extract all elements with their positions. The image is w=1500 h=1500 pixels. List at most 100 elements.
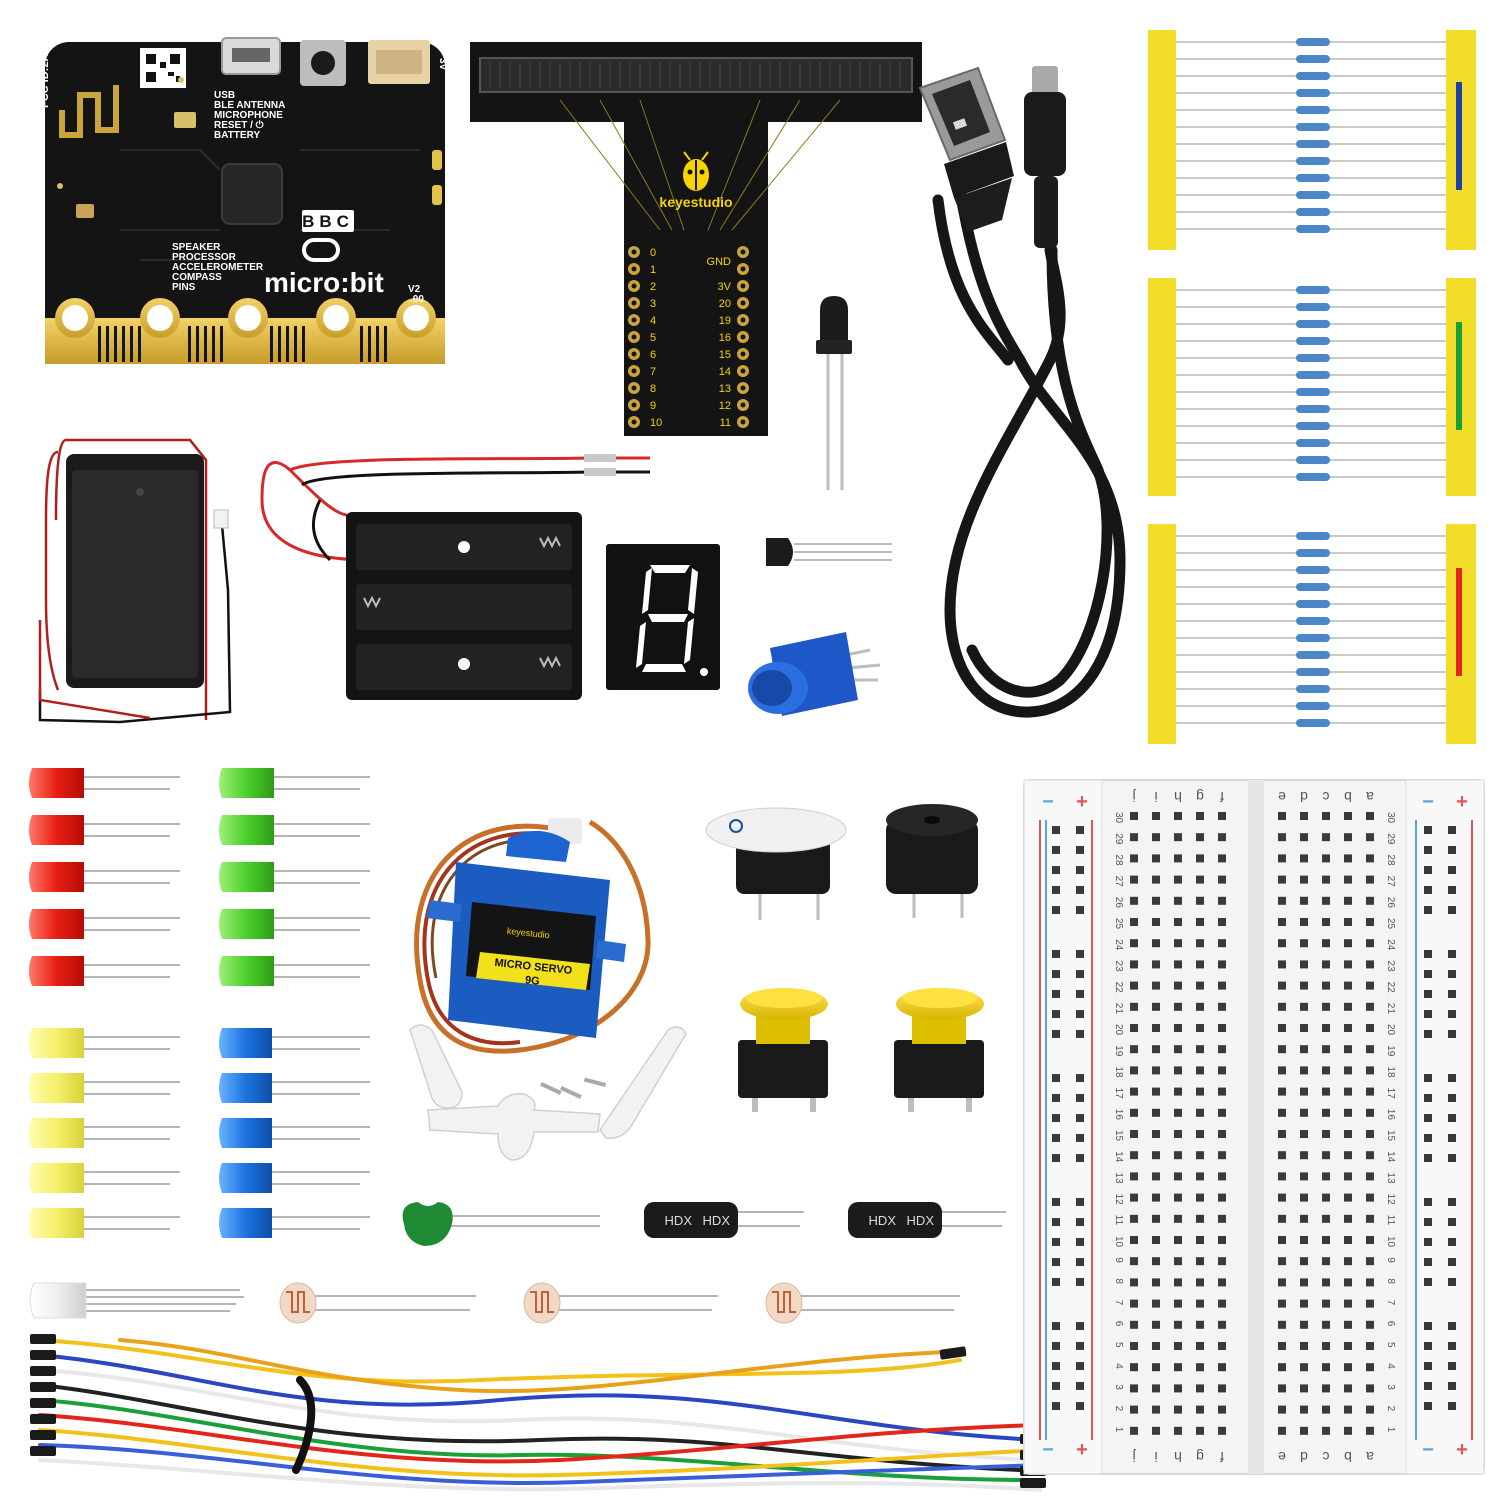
breadboard-hole <box>1130 1384 1138 1393</box>
capacitor-label: HDX <box>665 1213 693 1228</box>
row-number: 22 <box>1385 982 1396 994</box>
breadboard-hole <box>1300 1024 1308 1032</box>
ceramic-capacitor <box>402 1202 600 1246</box>
breadboard-hole <box>1218 1108 1226 1117</box>
breadboard-hole <box>1366 1024 1374 1032</box>
rail-hole <box>1424 1402 1432 1410</box>
resistor-strip-1 <box>1148 30 1476 250</box>
breadboard-hole <box>1174 875 1182 884</box>
column-letter: a <box>1366 789 1374 805</box>
microbit-label-compass: COMPASS <box>172 272 222 283</box>
breadboard-hole <box>1218 1278 1226 1287</box>
breadboard-hole <box>1218 1320 1226 1329</box>
breadboard-hole <box>1218 812 1226 820</box>
breadboard-hole <box>1366 1278 1374 1287</box>
microbit-label-accelerometer: ACCELEROMETER <box>172 262 264 273</box>
breadboard-hole <box>1300 854 1308 863</box>
breadboard-hole <box>1152 854 1160 863</box>
column-letter: d <box>1300 1449 1308 1465</box>
breadboard-hole <box>1300 1087 1308 1096</box>
breadboard-hole <box>1344 1257 1352 1266</box>
column-letter: h <box>1174 1449 1182 1465</box>
breadboard-hole <box>1322 1426 1330 1435</box>
breadboard-hole <box>1300 1214 1308 1223</box>
rail-hole <box>1448 1322 1456 1330</box>
rail-hole <box>1424 1238 1432 1246</box>
row-number: 8 <box>1113 1278 1124 1284</box>
rail-hole <box>1424 866 1432 874</box>
breadboard-hole <box>1344 854 1352 863</box>
breadboard-hole <box>1152 1172 1160 1181</box>
breadboard-hole <box>1344 1002 1352 1011</box>
breadboard-hole <box>1278 875 1286 884</box>
breadboard-hole <box>1130 1405 1138 1414</box>
shield-pin-label: 10 <box>650 417 662 429</box>
shield-pin-label: 11 <box>720 417 731 429</box>
breadboard-hole <box>1130 1320 1138 1329</box>
breadboard-hole <box>1344 896 1352 905</box>
led-rgb <box>29 1282 244 1319</box>
photoresistor-3 <box>765 1282 960 1324</box>
rail-hole <box>1448 1278 1456 1286</box>
rail-hole <box>1052 1218 1060 1226</box>
breadboard-hole <box>1130 918 1138 926</box>
led-green-group <box>219 768 370 986</box>
breadboard-hole <box>1300 1151 1308 1160</box>
breadboard-hole <box>1174 1193 1182 1202</box>
microbit-logo-icon <box>302 238 340 262</box>
row-number: 5 <box>1385 1342 1396 1348</box>
row-number: 10 <box>1385 1236 1396 1248</box>
rail-hole <box>1448 866 1456 874</box>
row-number: 6 <box>1113 1321 1124 1327</box>
breadboard-hole <box>1366 1172 1374 1181</box>
rail-hole <box>1424 1218 1432 1226</box>
rail-hole <box>1424 906 1432 914</box>
breadboard-hole <box>1344 1045 1352 1054</box>
breadboard-hole <box>1174 1045 1182 1054</box>
led-yellow-group <box>29 1028 180 1238</box>
rail-hole <box>1448 886 1456 894</box>
shield-pin-label: 3V <box>718 281 732 293</box>
capacitor-label: HDX <box>907 1213 935 1228</box>
rail-hole <box>1052 826 1060 834</box>
breadboard-hole <box>1278 1363 1286 1372</box>
breadboard-hole <box>1218 1024 1226 1032</box>
breadboard-hole <box>1278 896 1286 905</box>
breadboard-hole <box>1366 1130 1374 1138</box>
breadboard-hole <box>1322 1320 1330 1329</box>
servo-weight: 9G <box>524 974 540 987</box>
breadboard-hole <box>1130 1002 1138 1011</box>
breadboard-hole <box>1152 1405 1160 1414</box>
breadboard-bottom-letters: j i h g f e d c b a <box>1132 1449 1373 1465</box>
shield-left-pins <box>628 246 640 428</box>
rail-hole <box>1076 846 1084 854</box>
row-number: 18 <box>1385 1066 1396 1078</box>
rail-plus-label: + <box>1076 791 1088 813</box>
breadboard-hole <box>1152 875 1160 884</box>
rail-hole <box>1052 1030 1060 1038</box>
rail-hole <box>1052 1134 1060 1142</box>
breadboard-hole <box>1278 1405 1286 1414</box>
led-red <box>29 909 180 939</box>
breadboard-hole <box>1322 1405 1330 1414</box>
breadboard-hole <box>1322 1045 1330 1054</box>
breadboard-hole <box>1196 1405 1204 1414</box>
breadboard-hole <box>1366 1363 1374 1372</box>
led-green <box>219 909 370 939</box>
rail-hole <box>1424 1074 1432 1082</box>
rail-hole <box>1076 1074 1084 1082</box>
breadboard-hole <box>1300 1130 1308 1138</box>
rail-hole <box>1052 970 1060 978</box>
breadboard-hole <box>1278 1426 1286 1435</box>
rail-hole <box>1424 1278 1432 1286</box>
shield-pin-label: GND <box>707 256 732 268</box>
row-number: 29 <box>1113 833 1124 845</box>
breadboard-hole <box>1322 1236 1330 1244</box>
breadboard-hole <box>1322 1278 1330 1287</box>
breadboard-hole <box>1174 1066 1182 1075</box>
breadboard-hole <box>1300 1257 1308 1266</box>
breadboard-hole <box>1152 1426 1160 1435</box>
rail-hole <box>1448 1114 1456 1122</box>
breadboard-hole <box>1152 1024 1160 1032</box>
row-number: 11 <box>1113 1215 1124 1226</box>
